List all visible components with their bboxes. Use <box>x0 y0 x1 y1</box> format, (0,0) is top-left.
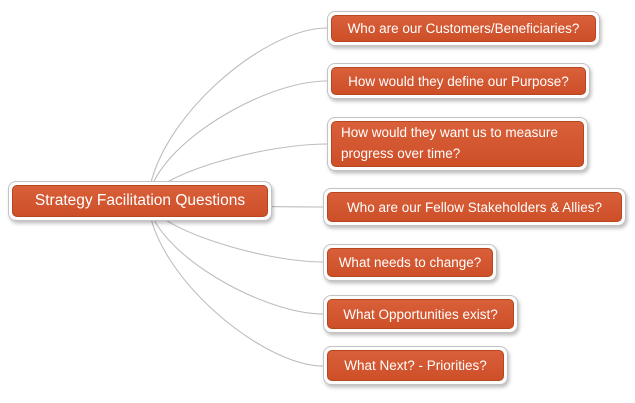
child-node-measure-progress[interactable]: How would they want us to measure progre… <box>327 117 588 171</box>
connector-line-customers <box>147 27 328 202</box>
child-node-stakeholders-allies[interactable]: Who are our Fellow Stakeholders & Allies… <box>323 188 626 226</box>
child-node-label: Who are our Fellow Stakeholders & Allies… <box>327 192 622 222</box>
child-node-label: Who are our Customers/Beneficiaries? <box>331 15 596 42</box>
root-node-label: Strategy Facilitation Questions <box>12 185 268 217</box>
child-node-label: What Opportunities exist? <box>327 299 514 329</box>
child-node-define-purpose[interactable]: How would they define our Purpose? <box>327 63 590 99</box>
root-node-strategy-facilitation-questions[interactable]: Strategy Facilitation Questions <box>8 181 272 221</box>
child-node-label: What needs to change? <box>327 248 493 277</box>
child-node-label: What Next? - Priorities? <box>327 350 504 381</box>
child-node-customers-beneficiaries[interactable]: Who are our Customers/Beneficiaries? <box>327 11 600 46</box>
child-node-label: How would they want us to measure progre… <box>331 121 584 167</box>
child-node-label: How would they define our Purpose? <box>331 67 586 95</box>
child-node-needs-to-change[interactable]: What needs to change? <box>323 244 497 281</box>
connector-line-purpose <box>147 80 328 202</box>
child-node-opportunities-exist[interactable]: What Opportunities exist? <box>323 295 518 333</box>
child-node-what-next-priorities[interactable]: What Next? - Priorities? <box>323 346 508 385</box>
connector-line-next <box>147 200 324 367</box>
